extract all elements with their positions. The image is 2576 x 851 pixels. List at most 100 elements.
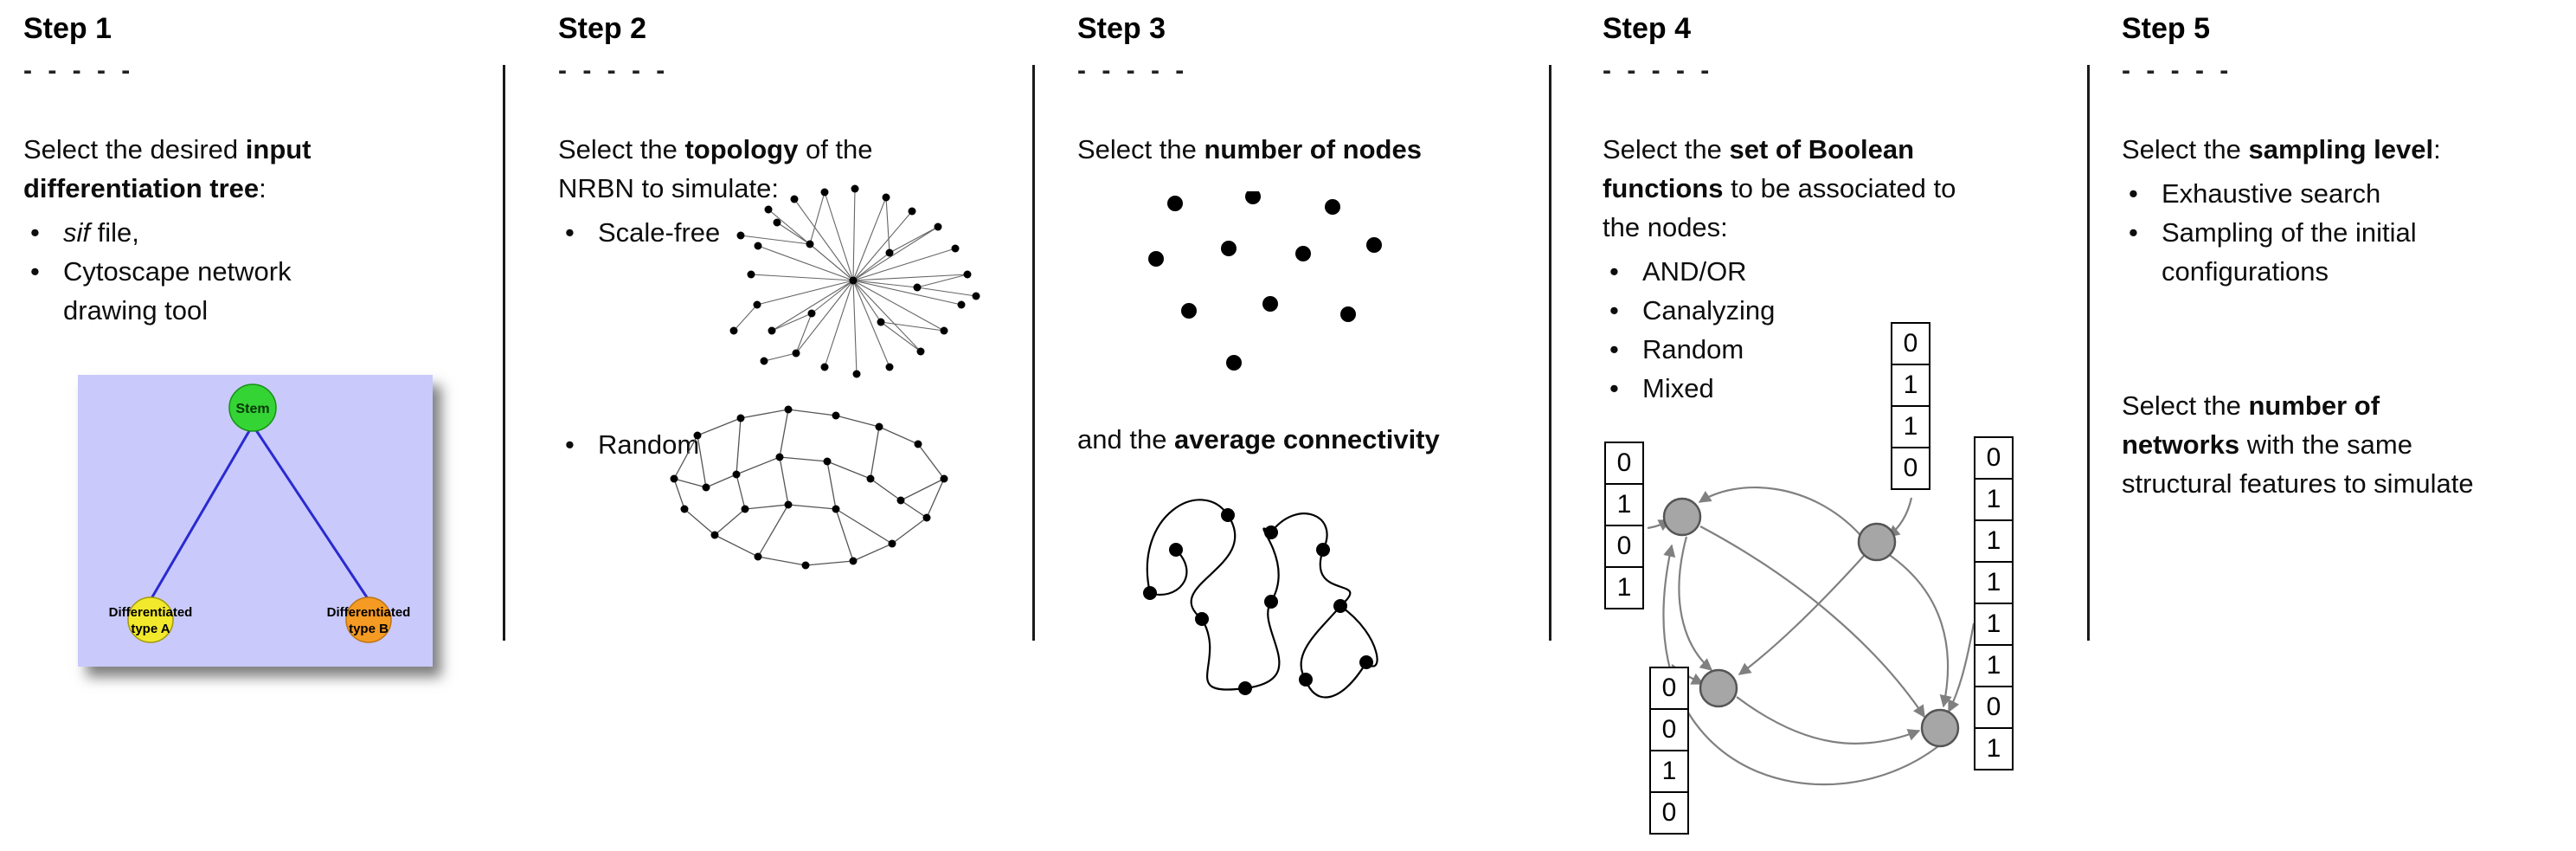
bullet-item-cytoscape: • Cytoscape network drawing tool — [23, 253, 387, 331]
differentiated-type-b-node — [345, 596, 392, 643]
bullet-icon: • — [30, 255, 40, 287]
truth-table-cell: 1 — [1974, 727, 2014, 770]
differentiation-tree-illustration: Stem Differentiated type A Differentiate… — [78, 375, 433, 667]
bullet-item-and-or: • AND/OR — [1603, 253, 2078, 292]
truth-table-cell: 0 — [1604, 442, 1644, 485]
step-3-separator: - - - - - — [1077, 56, 1189, 85]
bullet-item-canalyzing: • Canalyzing — [1603, 292, 2078, 331]
bullet-icon: • — [565, 429, 575, 460]
random-network-graph — [670, 405, 948, 570]
truth-table-cell: 0 — [1891, 447, 1930, 490]
step-1-column: Step 1 - - - - - Select the desired inpu… — [23, 0, 495, 851]
truth-table-cell: 0 — [1649, 708, 1689, 751]
step-1-bullet-list: • sif file, • Cytoscape network drawing … — [23, 214, 387, 331]
tangle-curves — [1146, 499, 1378, 699]
stem-node-label: Stem — [235, 402, 269, 416]
bullet-icon: • — [1609, 255, 1619, 287]
type-b-label-line2: type B — [349, 622, 389, 636]
truth-table-cell: 1 — [1604, 483, 1644, 526]
bullet-text: Cytoscape network drawing tool — [63, 255, 292, 326]
bullet-text: Sampling of the initial configurations — [2162, 216, 2417, 287]
bullet-text: Canalyzing — [1642, 294, 1776, 326]
nodes-scatter-illustration — [1148, 191, 1382, 371]
step-3-line-nodes: Select the number of nodes — [1077, 134, 1422, 164]
step-5-separator: - - - - - — [2122, 56, 2233, 85]
step-2-bullet-list: • Scale-free • Random — [558, 214, 1025, 465]
truth-table-cell: 1 — [1974, 603, 2014, 646]
bullet-icon: • — [565, 216, 575, 248]
connectivity-tangle-illustration — [1143, 499, 1378, 699]
step-5-networks-paragraph: Select the number of networks with the s… — [2122, 390, 2474, 499]
tree-edge-left — [149, 424, 254, 601]
truth-table-cell: 0 — [1891, 322, 1930, 365]
scale-free-network-graph — [729, 184, 980, 378]
bullet-item-exhaustive-search: • Exhaustive search — [2122, 175, 2576, 214]
step-5-column: Step 5 - - - - - Select the sampling lev… — [2122, 0, 2576, 851]
bullet-item-sif-file: • sif file, — [23, 214, 387, 253]
step-2-column: Step 2 - - - - - Select the topology of … — [558, 0, 1025, 851]
step-2-separator: - - - - - — [558, 56, 670, 85]
truth-table-cell: 1 — [1974, 644, 2014, 687]
bullet-icon: • — [30, 216, 40, 248]
type-a-label-line1: Differentiated — [109, 605, 193, 620]
boolean-network-nodes — [1662, 497, 1960, 748]
column-divider-1 — [503, 65, 505, 641]
bullet-icon: • — [2129, 177, 2138, 209]
differentiated-type-a-node — [127, 596, 174, 643]
type-b-label-line1: Differentiated — [327, 605, 411, 620]
scale-free-network-illustration — [729, 184, 980, 378]
step-1-separator: - - - - - — [23, 56, 135, 85]
tree-edge-right — [251, 424, 370, 601]
boolean-network-illustration — [1647, 487, 1975, 786]
step-4-title: Step 4 — [1603, 12, 1692, 45]
truth-table-cell: 0 — [1604, 525, 1644, 568]
truth-table-cell: 1 — [1891, 405, 1930, 448]
bullet-text: Exhaustive search — [2162, 177, 2381, 209]
truth-table-cell: 1 — [1974, 519, 2014, 563]
bullet-item-random: • Random — [558, 426, 1025, 465]
type-a-label-line2: type A — [131, 622, 170, 636]
step-4-column: Step 4 - - - - - Select the set of Boole… — [1603, 0, 2078, 851]
boolean-network-arrows — [1647, 487, 1975, 786]
column-divider-2 — [1032, 65, 1035, 641]
step-1-intro: Select the desired input differentiation… — [23, 134, 312, 203]
step-3-title: Step 3 — [1077, 12, 1166, 45]
step-4-separator: - - - - - — [1603, 56, 1714, 85]
bullet-icon: • — [1609, 333, 1619, 364]
truth-table-cell: 0 — [1649, 667, 1689, 710]
boolean-node-1 — [1662, 497, 1702, 537]
bullet-text: Random — [598, 429, 700, 460]
truth-table-cell: 1 — [1891, 364, 1930, 407]
step-5-bullet-list: • Exhaustive search • Sampling of the in… — [2122, 175, 2576, 292]
truth-table-cell: 1 — [1974, 478, 2014, 521]
truth-table-cell: 0 — [1974, 436, 2014, 480]
step-4-bullet-list: • AND/OR • Canalyzing • Random • Mixed — [1603, 253, 2078, 409]
bullet-item-sampling-configurations: • Sampling of the initial configurations — [2122, 214, 2576, 292]
step-3-line-connectivity: and the average connectivity — [1077, 423, 1440, 455]
truth-table-cell: 1 — [1604, 566, 1644, 609]
step-4-intro: Select the set of Boolean functions to b… — [1603, 134, 1956, 242]
random-network-illustration — [670, 405, 948, 570]
truth-table-cell: 1 — [1649, 750, 1689, 793]
bullet-icon: • — [2129, 216, 2138, 248]
scatter-dots-group — [1148, 191, 1382, 371]
boolean-node-2 — [1857, 522, 1897, 562]
differentiation-tree-svg: Stem Differentiated type A Differentiate… — [78, 375, 433, 667]
step-2-intro: Select the topology of the NRBN to simul… — [558, 134, 873, 203]
boolean-node-3 — [1699, 668, 1738, 708]
stem-node — [228, 384, 277, 432]
bullet-item-random-functions: • Random — [1603, 331, 2078, 370]
bullet-item-mixed: • Mixed — [1603, 370, 2078, 409]
bullet-text: Random — [1642, 333, 1744, 364]
bullet-text: sif file, — [63, 216, 139, 248]
step-5-intro: Select the sampling level: — [2122, 134, 2441, 164]
truth-table-cell: 0 — [1974, 686, 2014, 729]
bullet-text: AND/OR — [1642, 255, 1747, 287]
boolean-node-4 — [1920, 708, 1960, 748]
bullet-text: Mixed — [1642, 372, 1714, 403]
tangle-dots-group — [1143, 508, 1373, 695]
bullet-icon: • — [1609, 372, 1619, 403]
column-divider-4 — [2087, 65, 2090, 641]
